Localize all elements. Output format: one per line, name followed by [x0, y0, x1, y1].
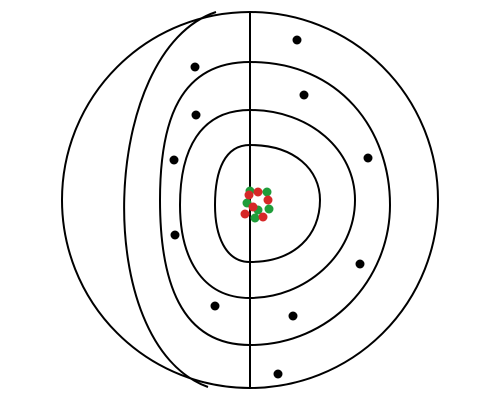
proton [253, 187, 263, 197]
electron [190, 62, 200, 72]
electron [170, 230, 180, 240]
proton [244, 190, 254, 200]
shell-inner-orbit [213, 143, 322, 264]
nucleus [240, 186, 274, 223]
neutron [262, 187, 272, 197]
electron [292, 35, 302, 45]
proton [258, 212, 268, 222]
electron [273, 369, 283, 379]
shell-lines [61, 11, 439, 389]
cut-edge-curve [123, 11, 217, 388]
electron [191, 110, 201, 120]
electron [299, 90, 309, 100]
electron [169, 155, 179, 165]
proton [240, 209, 250, 219]
electrons [169, 35, 373, 379]
proton [248, 202, 258, 212]
electron [288, 311, 298, 321]
shell-middle-orbit [178, 108, 357, 300]
shell-outer-orbit [158, 60, 392, 347]
neutron [250, 213, 260, 223]
electron [210, 301, 220, 311]
neutron [264, 204, 274, 214]
proton [263, 195, 273, 205]
electron [355, 259, 365, 269]
electron [363, 153, 373, 163]
